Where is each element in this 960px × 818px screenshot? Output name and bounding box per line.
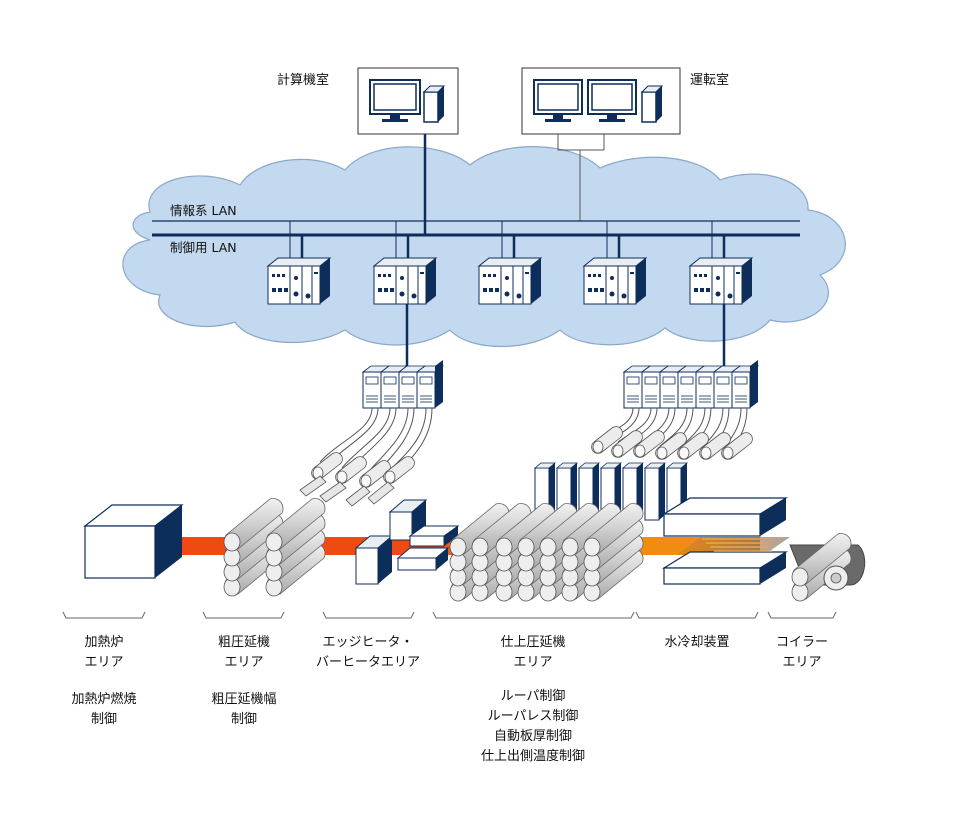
area-label-coiler: コイラー xyxy=(776,635,828,650)
control-lan-label: 制御用 LAN xyxy=(170,240,237,255)
finishing-motors xyxy=(591,426,753,460)
control-label-roughing-mill-2: 制御 xyxy=(231,712,257,727)
water-cooling-unit xyxy=(661,497,789,585)
operation-room-box xyxy=(521,67,681,135)
operation-room-link xyxy=(557,134,605,221)
roughing-motors xyxy=(299,452,415,507)
control-label-heating-furnace-1: 加熱炉燃焼 xyxy=(71,691,136,707)
control-label-heating-furnace-2: 制御 xyxy=(91,712,117,727)
plc-controller-2 xyxy=(373,257,437,305)
plc-controller-4 xyxy=(583,257,647,305)
roughing-mill-rolls xyxy=(223,498,326,597)
area-label-finishing-mill-2: エリア xyxy=(513,655,552,670)
area-label-edge-bar-heater-2: バーヒータエリア xyxy=(316,655,420,670)
area-label-coiler-2: エリア xyxy=(782,655,821,670)
finishing-mill-rolls xyxy=(449,503,644,602)
control-label-finishing-mill-2: ルーパレス制御 xyxy=(488,709,579,724)
area-label-water-cooling: 水冷却装置 xyxy=(664,635,729,650)
bar-heater xyxy=(396,525,460,571)
area-brackets xyxy=(62,611,837,619)
computer-room-box xyxy=(357,67,459,135)
roughing-drive-group xyxy=(362,360,444,409)
area-label-edge-bar-heater: エッジヒータ・ xyxy=(322,635,413,650)
edge-heater xyxy=(354,499,428,585)
area-label-roughing-mill: 粗圧延機 xyxy=(218,635,270,650)
control-label-finishing-mill-1: ルーパ制御 xyxy=(501,689,566,704)
plc-controller-1 xyxy=(267,257,331,305)
plc-controller-5 xyxy=(689,257,753,305)
finishing-drive-group xyxy=(623,360,759,409)
operation-room-label: 運転室 xyxy=(690,72,729,88)
control-label-roughing-mill-1: 粗圧延機幅 xyxy=(211,692,276,707)
area-label-roughing-mill-2: エリア xyxy=(224,655,263,670)
computer-room-label: 計算機室 xyxy=(277,72,329,88)
control-label-finishing-mill-3: 自動板厚制御 xyxy=(494,729,572,744)
control-label-finishing-mill-4: 仕上出側温度制御 xyxy=(481,748,585,764)
plc-drops xyxy=(289,221,726,258)
area-label-heating-furnace-2: エリア xyxy=(84,655,123,670)
info-lan-label: 情報系 LAN xyxy=(170,203,237,218)
reheating-furnace xyxy=(83,504,184,579)
plc-controller-3 xyxy=(478,257,542,305)
area-label-heating-furnace: 加熱炉 xyxy=(84,635,123,650)
area-label-finishing-mill: 仕上圧延機 xyxy=(500,635,565,650)
coiler xyxy=(789,533,866,602)
